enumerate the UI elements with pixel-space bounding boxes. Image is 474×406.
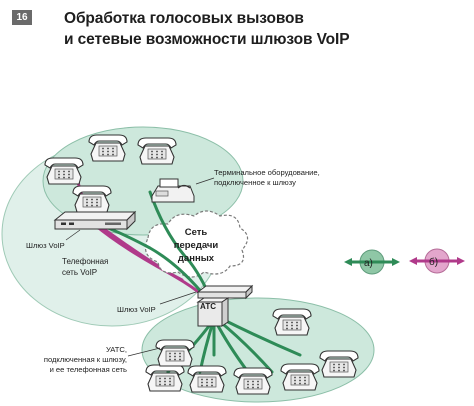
voip-network-label-2: сеть VoIP <box>62 268 97 277</box>
pbx-label-1: УАТС, <box>106 345 127 354</box>
legend-a-label: а) <box>364 258 373 269</box>
gateway-upper-label: Шлюз VoIP <box>26 241 65 250</box>
desk-phone-icon <box>233 367 273 395</box>
desk-phone-icon <box>137 137 177 165</box>
desk-phone-icon <box>88 134 128 162</box>
pbx-device-icon <box>196 297 230 327</box>
gateway-lower-label: Шлюз VoIP <box>117 305 156 314</box>
terminal-equipment-label: Терминальное оборудование, <box>214 168 320 177</box>
slide-number-badge: 16 <box>12 10 32 25</box>
gateway-upper-leader <box>65 229 81 241</box>
desk-phone-icon <box>319 350 359 378</box>
slide-title-line-2: и сетевые возможности шлюзов VoIP <box>64 31 350 48</box>
fax-leader-line <box>195 177 215 185</box>
legend-b-arrowhead-left <box>409 257 417 265</box>
desk-phone-icon <box>72 185 112 213</box>
slide-title-line-1: Обработка голосовых вызовов <box>64 10 304 27</box>
legend-item-b: б) <box>409 248 465 274</box>
slide-title: Обработка голосовых вызовов и сетевые во… <box>64 8 464 50</box>
data-network-label-2: передачи <box>174 240 219 251</box>
data-network-label-3: данных <box>178 253 215 264</box>
desk-phone-icon <box>44 157 84 185</box>
legend-a-arrowhead-left <box>344 258 352 266</box>
desk-phone-icon <box>272 308 312 336</box>
desk-phone-icon <box>280 363 320 391</box>
desk-phone-icon <box>145 364 185 392</box>
legend-a-arrowhead-right <box>392 258 400 266</box>
pbx-gateway-device <box>196 284 254 300</box>
legend-b-label: б) <box>429 256 438 268</box>
pbx-leader <box>127 347 161 357</box>
fax-machine-icon <box>151 178 195 203</box>
legend-item-a: а) <box>344 249 400 275</box>
pbx-label-3: и ее телефонная сеть <box>50 365 127 374</box>
desk-phone-icon <box>187 365 227 393</box>
terminal-equipment-label-2: подключенное к шлюзу <box>214 178 296 187</box>
data-network-label-1: Сеть <box>185 227 208 238</box>
gateway-box-icon <box>54 211 136 230</box>
voip-network-label-1: Телефонная <box>62 257 108 266</box>
legend-b-arrowhead-right <box>457 257 465 265</box>
pbx-label-2: подключенная к шлюзу, <box>44 355 127 364</box>
desk-phone-icon <box>155 339 195 367</box>
gateway-lower-leader <box>159 291 197 305</box>
pbx-device-label: АТС <box>200 302 216 311</box>
